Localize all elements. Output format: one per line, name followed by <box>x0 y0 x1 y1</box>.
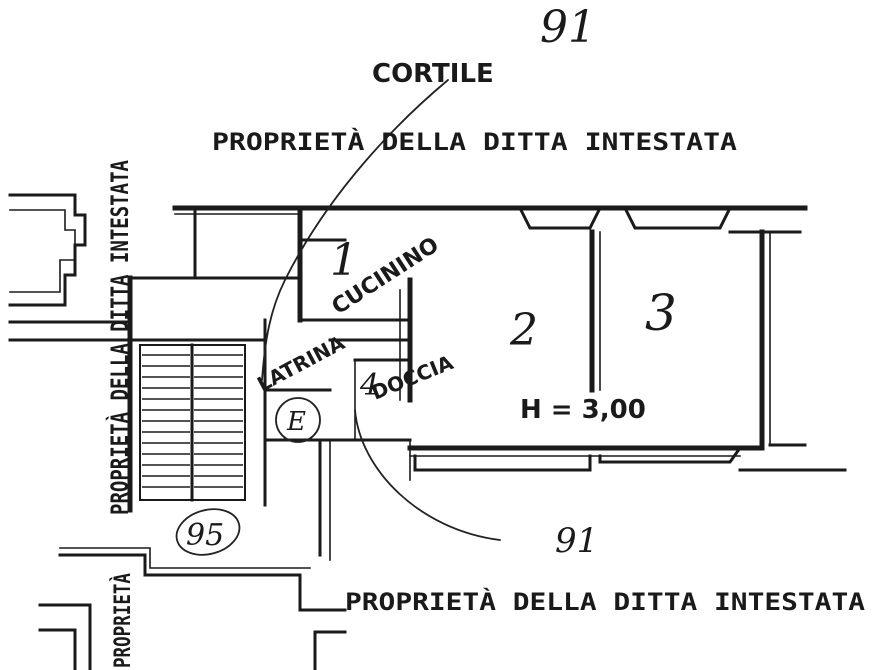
staircase <box>139 343 246 502</box>
stair-treads <box>142 354 243 488</box>
toilet-label: LATRINA <box>253 330 349 396</box>
room-number-3: 3 <box>645 284 677 342</box>
room-number-1: 1 <box>330 235 358 286</box>
lower-neighbour-top <box>58 553 347 612</box>
property-label-left: PROPRIETÀ DELLA DITTA INTESTATA <box>105 160 134 515</box>
window-niche-room3 <box>622 205 733 230</box>
property-label-bottom: PROPRIETÀ DELLA DITTA INTESTATA <box>345 587 866 616</box>
stair-ref-number: 95 <box>186 518 224 553</box>
property-label-bottom-left: PROPRIETÀ <box>110 573 136 668</box>
lower-left-block-inner <box>38 628 77 670</box>
printed-labels: CORTILE PROPRIETÀ DELLA DITTA INTESTATA … <box>105 59 866 668</box>
interior-walls <box>128 205 601 442</box>
hand-annotations <box>175 79 501 556</box>
property-label-top: PROPRIETÀ DELLA DITTA INTESTATA <box>212 127 738 156</box>
window-niche-bottom-room2 <box>413 454 592 472</box>
window-niche-room2 <box>517 205 603 230</box>
landing <box>38 388 347 670</box>
lower-neighbour-top-inner <box>59 547 311 569</box>
reference-line-top <box>261 79 449 381</box>
height-label: H = 3,00 <box>520 395 646 425</box>
lower-right-block <box>313 630 347 670</box>
entry-mark-circle <box>275 397 321 443</box>
courtyard-label: CORTILE <box>372 59 494 89</box>
room-number-2: 2 <box>509 305 538 356</box>
left-neighbour-outline <box>8 193 87 307</box>
sheet-number-bottom: 91 <box>555 521 598 561</box>
stair-ref-circle <box>175 508 241 556</box>
lower-left-block <box>38 603 92 670</box>
neighbour-block-left <box>8 193 267 513</box>
sheet-number-top: 91 <box>540 2 596 53</box>
reference-line-bottom <box>354 409 501 541</box>
room-number-4: 4 <box>359 368 379 403</box>
handwritten-marks: 91 1 2 3 4 95 E 91 <box>186 2 677 561</box>
exterior-walls <box>172 205 847 481</box>
left-neighbour-inner <box>9 209 76 293</box>
entry-mark-letter: E <box>286 407 306 437</box>
window-niche-bottom-room3 <box>598 445 743 464</box>
